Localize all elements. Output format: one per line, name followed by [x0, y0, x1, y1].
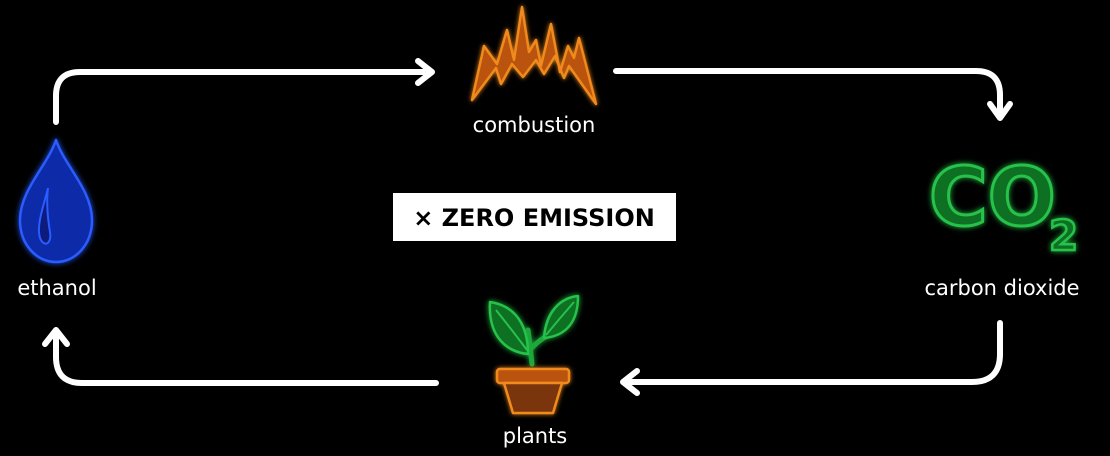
plants-label: plants [503, 424, 568, 448]
potted-plant-icon [488, 294, 580, 415]
zero-emission-text: × ZERO EMISSION [413, 204, 655, 232]
droplet-icon [18, 138, 94, 264]
arrow-combustion-to-co2 [613, 68, 1013, 121]
flame-icon [470, 5, 598, 106]
combustion-label: combustion [473, 113, 596, 137]
arrow-plants-to-ethanol [42, 327, 439, 386]
arrow-co2-to-plants [620, 320, 1003, 396]
co2-symbol: CO [929, 151, 1056, 244]
zero-emission-badge: × ZERO EMISSION [393, 193, 676, 241]
arrow-ethanol-to-combustion [53, 58, 435, 125]
co2-label: carbon dioxide [924, 276, 1079, 300]
ethanol-label: ethanol [17, 276, 96, 300]
co2-icon: CO 2 [928, 150, 1080, 262]
co2-subscript: 2 [1049, 211, 1078, 260]
